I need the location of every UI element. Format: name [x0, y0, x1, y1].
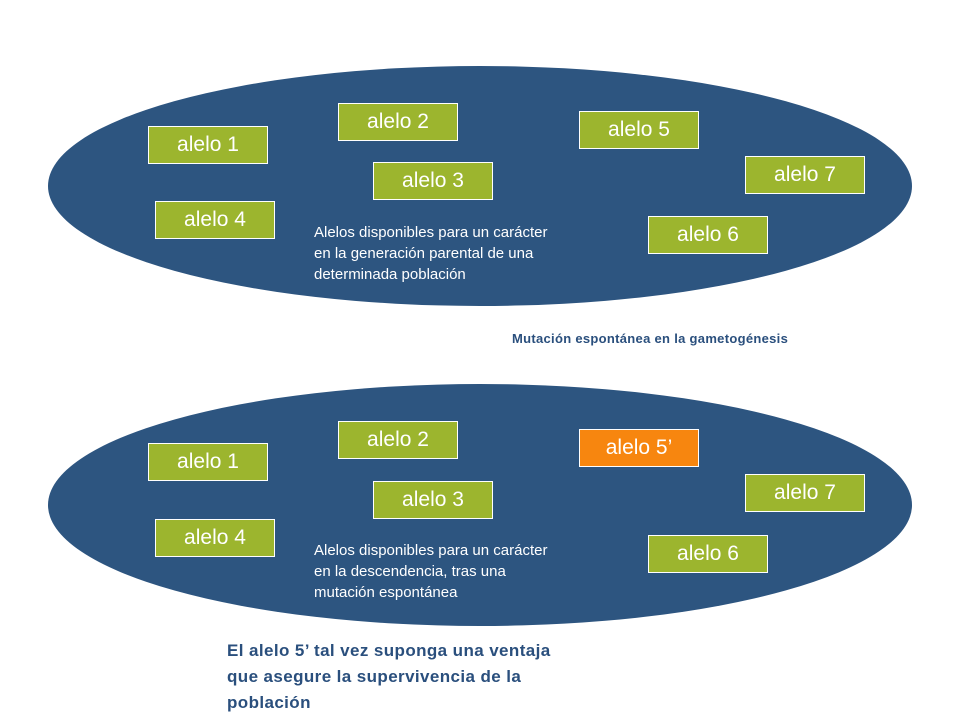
parental-caption-line-3: determinada población: [314, 266, 466, 283]
bottom-allele-7: alelo 7: [745, 474, 865, 512]
offspring-caption: Alelos disponibles para un carácter en l…: [314, 540, 634, 603]
bottom-allele-6: alelo 6: [648, 535, 768, 573]
mutation-label: Mutación espontánea en la gametogénesis: [512, 331, 789, 346]
parental-caption-line-1: Alelos disponibles para un carácter: [314, 224, 548, 241]
top-allele-3: alelo 3: [373, 162, 493, 200]
top-allele-6: alelo 6: [648, 216, 768, 254]
top-allele-7: alelo 7: [745, 156, 865, 194]
offspring-caption-line-2: en la descendencia, tras una: [314, 563, 506, 580]
top-allele-1: alelo 1: [148, 126, 268, 164]
bottom-allele-3: alelo 3: [373, 481, 493, 519]
parental-caption-line-2: en la generación parental de una: [314, 245, 534, 262]
bottom-allele-1: alelo 1: [148, 443, 268, 481]
conclusion-text: El alelo 5’ tal vez suponga una ventaja …: [227, 638, 647, 716]
conclusion-line-2: que asegure la supervivencia de la: [227, 667, 522, 686]
offspring-caption-line-3: mutación espontánea: [314, 584, 458, 601]
bottom-allele-5-mutant: alelo 5’: [579, 429, 699, 467]
bottom-allele-4: alelo 4: [155, 519, 275, 557]
conclusion-line-3: población: [227, 693, 311, 712]
bottom-allele-2: alelo 2: [338, 421, 458, 459]
top-allele-5: alelo 5: [579, 111, 699, 149]
top-allele-2: alelo 2: [338, 103, 458, 141]
top-allele-4: alelo 4: [155, 201, 275, 239]
conclusion-line-1: El alelo 5’ tal vez suponga una ventaja: [227, 641, 551, 660]
parental-caption: Alelos disponibles para un carácter en l…: [314, 222, 634, 285]
offspring-caption-line-1: Alelos disponibles para un carácter: [314, 542, 548, 559]
